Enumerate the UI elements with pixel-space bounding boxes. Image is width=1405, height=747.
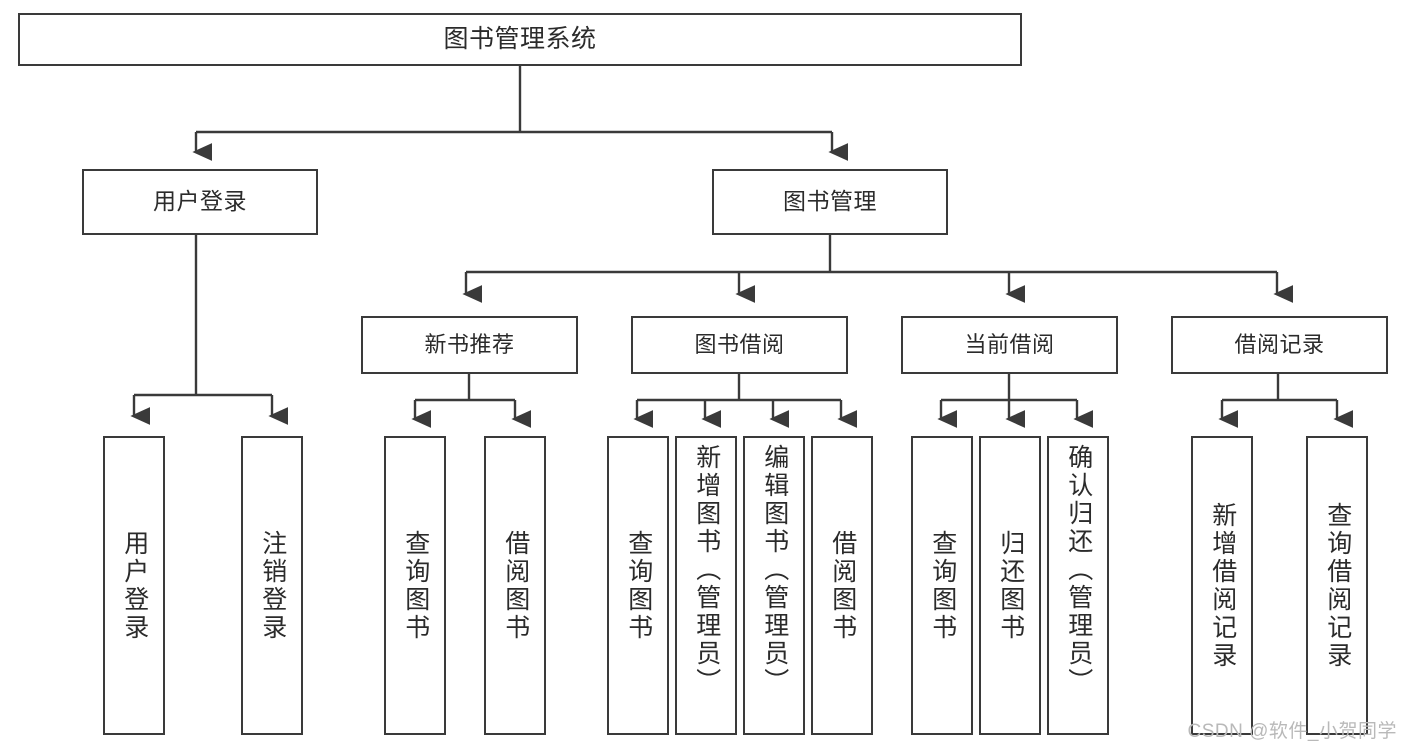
- leaf-edit-book-admin[interactable]: 编辑图书（管理员）: [743, 436, 805, 735]
- leaf-add-book-admin[interactable]: 新增图书（管理员）: [675, 436, 737, 735]
- node-label: 查询图书: [928, 529, 957, 642]
- leaf-query-book-borrow[interactable]: 查询图书: [607, 436, 669, 735]
- leaf-query-book-recommend[interactable]: 查询图书: [384, 436, 446, 735]
- node-label: 用户登录: [120, 529, 149, 642]
- node-label: 借阅图书: [828, 529, 857, 642]
- node-label: 图书借阅: [694, 332, 785, 358]
- leaf-borrow-book-recommend[interactable]: 借阅图书: [484, 436, 546, 735]
- node-label: 图书管理系统: [443, 24, 597, 53]
- node-label: 新增图书（管理员）: [692, 444, 721, 696]
- node-book-management[interactable]: 图书管理: [712, 169, 948, 235]
- node-label: 归还图书: [996, 529, 1025, 642]
- leaf-confirm-return-admin[interactable]: 确认归还（管理员）: [1047, 436, 1109, 735]
- node-label: 查询图书: [401, 529, 430, 642]
- leaf-query-book-current[interactable]: 查询图书: [911, 436, 973, 735]
- node-borrow-record[interactable]: 借阅记录: [1171, 316, 1388, 374]
- node-book-borrow[interactable]: 图书借阅: [631, 316, 848, 374]
- leaf-query-borrow-record[interactable]: 查询借阅记录: [1306, 436, 1368, 735]
- leaf-borrow-book[interactable]: 借阅图书: [811, 436, 873, 735]
- node-current-borrow[interactable]: 当前借阅: [901, 316, 1118, 374]
- node-label: 确认归还（管理员）: [1064, 444, 1093, 696]
- node-label: 查询借阅记录: [1323, 501, 1352, 670]
- node-user-login[interactable]: 用户登录: [82, 169, 318, 235]
- leaf-logout[interactable]: 注销登录: [241, 436, 303, 735]
- node-label: 图书管理: [783, 188, 877, 215]
- node-new-book-recommend[interactable]: 新书推荐: [361, 316, 578, 374]
- node-label: 编辑图书（管理员）: [760, 444, 789, 696]
- node-label: 借阅图书: [501, 529, 530, 642]
- node-label: 借阅记录: [1234, 332, 1325, 358]
- node-label: 新书推荐: [424, 332, 515, 358]
- leaf-add-borrow-record[interactable]: 新增借阅记录: [1191, 436, 1253, 735]
- node-label: 查询图书: [624, 529, 653, 642]
- node-label: 用户登录: [153, 188, 247, 215]
- node-label: 当前借阅: [964, 332, 1055, 358]
- node-root-book-management-system[interactable]: 图书管理系统: [18, 13, 1022, 66]
- node-label: 新增借阅记录: [1208, 501, 1237, 670]
- leaf-return-book[interactable]: 归还图书: [979, 436, 1041, 735]
- leaf-user-login[interactable]: 用户登录: [103, 436, 165, 735]
- csdn-watermark: CSDN @软件_小贺同学: [1187, 721, 1397, 742]
- node-label: 注销登录: [258, 529, 287, 642]
